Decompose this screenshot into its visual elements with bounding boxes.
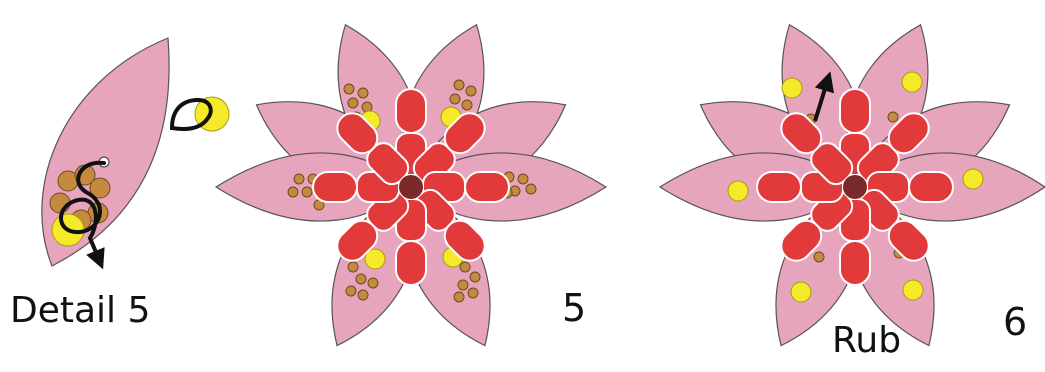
flower-step-6 (660, 12, 1045, 360)
detail-5-figure (42, 38, 229, 266)
step-5-label: 5 (562, 286, 586, 330)
rub-label: Rub (832, 320, 901, 361)
flower-step-5 (216, 12, 606, 360)
step-6-label: 6 (1003, 300, 1027, 344)
center-dot (399, 175, 423, 199)
center-dot (843, 175, 867, 199)
detail-5-label: Detail 5 (10, 290, 150, 331)
